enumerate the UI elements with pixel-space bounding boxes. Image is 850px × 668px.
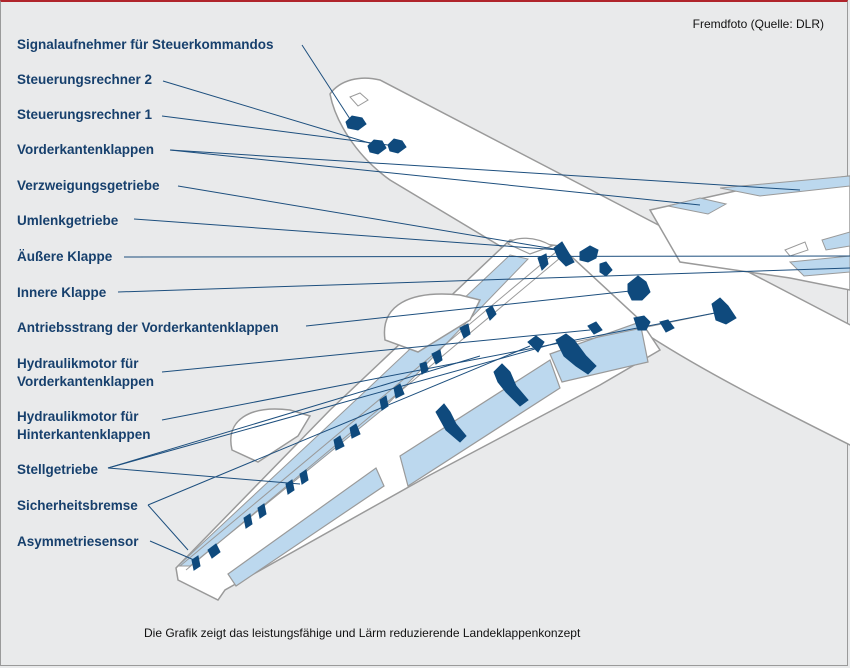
- hydraulic-motor: [627, 275, 651, 301]
- actuator: [257, 503, 267, 519]
- actuator: [659, 319, 675, 333]
- cockpit-window: [349, 92, 369, 107]
- label-line: Hydraulikmotor für: [17, 409, 139, 424]
- components: [191, 115, 737, 571]
- label-control-computer-1: Steuerungsrechner 1: [17, 107, 153, 122]
- label-line: Vorderkantenklappen: [17, 374, 155, 389]
- actuator: [555, 333, 597, 375]
- label-hydraulic-motor-leading: Hydraulikmotor für Vorderkantenklappen: [17, 355, 154, 391]
- actuator: [587, 321, 603, 335]
- right-wing-trailing-flap: [821, 231, 850, 251]
- actuator: [431, 349, 443, 365]
- label-slat-drive-train: Antriebsstrang der Vorderkantenklappen: [17, 320, 279, 335]
- actuator: [379, 395, 389, 411]
- signal-pickup-unit: [345, 115, 367, 131]
- actuator: [285, 479, 295, 495]
- label-actuator-gearbox: Stellgetriebe: [17, 462, 99, 477]
- label-safety-brake: Sicherheitsbremse: [17, 498, 138, 513]
- engine-nacelle: [230, 408, 312, 463]
- actuator: [419, 361, 429, 375]
- label-outer-flap: Äußere Klappe: [17, 249, 113, 264]
- leader-lines: [107, 44, 850, 561]
- label-control-computer-2: Steuerungsrechner 2: [17, 72, 153, 87]
- hydraulic-motor: [711, 297, 737, 325]
- actuator: [493, 363, 529, 407]
- label-deflection-gearbox: Umlenkgetriebe: [17, 213, 119, 228]
- safety-brake: [207, 543, 221, 559]
- engine-nacelle: [383, 293, 482, 353]
- actuator: [333, 435, 345, 451]
- branching-gearbox: [553, 241, 575, 267]
- actuator: [485, 305, 497, 321]
- wing-fence: [784, 241, 809, 257]
- actuator: [349, 423, 361, 439]
- drive-shaft: [179, 251, 557, 567]
- right-wing-leading-edge-flap: [667, 197, 728, 215]
- actuator: [299, 469, 309, 485]
- figure-caption: Die Grafik zeigt das leistungsfähige und…: [144, 626, 581, 640]
- label-asymmetry-sensor: Asymmetriesensor: [17, 534, 139, 549]
- label-inner-flap: Innere Klappe: [17, 285, 107, 300]
- gear-unit: [599, 261, 613, 277]
- image-credit: Fremdfoto (Quelle: DLR): [692, 17, 824, 31]
- trailing-flap-outer: [227, 467, 385, 587]
- deflection-gearbox: [579, 245, 599, 263]
- trailing-flap-inner: [549, 321, 649, 383]
- actuator: [243, 513, 253, 529]
- control-computer-1: [387, 138, 407, 154]
- label-line: Hinterkantenklappen: [17, 427, 151, 442]
- asymmetry-sensor: [191, 555, 201, 571]
- actuator: [537, 253, 549, 271]
- label-hydraulic-motor-trailing: Hydraulikmotor für Hinterkantenklappen: [17, 408, 151, 444]
- label-leading-edge-flaps: Vorderkantenklappen: [17, 142, 155, 157]
- label-branching-gearbox: Verzweigungsgetriebe: [17, 178, 160, 193]
- right-wing-leading-edge-flap: [719, 175, 850, 197]
- actuator: [527, 335, 545, 353]
- right-wing-trailing-flap: [788, 255, 850, 277]
- actuator: [633, 315, 651, 331]
- actuator: [393, 383, 405, 399]
- left-wing: [175, 239, 662, 601]
- label-signal-pickup: Signalaufnehmer für Steuerkommandos: [17, 37, 274, 52]
- actuator: [459, 323, 471, 339]
- actuator: [435, 403, 467, 443]
- label-line: Hydraulikmotor für: [17, 356, 139, 371]
- control-computer-2: [367, 139, 387, 155]
